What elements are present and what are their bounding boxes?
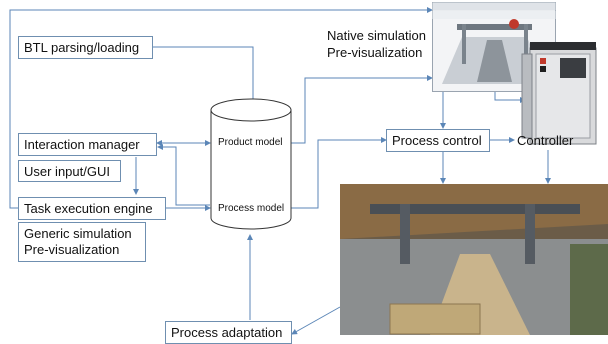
product-model-label: Product model — [218, 137, 283, 148]
process-to-control-line — [291, 137, 387, 209]
product-to-native-line — [291, 75, 433, 144]
interaction-manager-box: Interaction manager — [18, 133, 157, 156]
native-simulation-line1: Native simulation — [327, 28, 426, 43]
native-simulation-line2: Pre-visualization — [327, 45, 423, 60]
native-simulation-screenshot — [432, 2, 556, 92]
process-adaptation-label: Process adaptation — [171, 325, 283, 340]
process-adaptation-box: Process adaptation — [165, 321, 292, 344]
generic-simulation-line2: Pre-visualization — [24, 242, 120, 257]
database-cylinder — [210, 98, 292, 230]
factory-photo — [340, 184, 608, 335]
task-execution-engine-box: Task execution engine — [18, 197, 166, 220]
generic-simulation-box: Generic simulation Pre-visualization — [18, 222, 146, 262]
left-loop-line — [9, 143, 18, 209]
process-model-label: Process model — [218, 203, 285, 214]
controller-label: Controller — [517, 133, 574, 148]
process-control-label: Process control — [392, 133, 482, 148]
photo-to-adaptation-line — [291, 306, 341, 335]
generic-simulation-line1: Generic simulation — [24, 226, 132, 241]
process-control-box: Process control — [386, 129, 490, 152]
btl-parsing-box: BTL parsing/loading — [18, 36, 153, 59]
controller-cabinet — [521, 42, 597, 145]
interaction-manager-label: Interaction manager — [24, 137, 140, 152]
user-input-box: User input/GUI — [18, 160, 121, 182]
process-to-interaction-line — [157, 144, 210, 206]
connector-lines — [9, 7, 551, 335]
user-input-label: User input/GUI — [24, 164, 110, 179]
task-execution-engine-label: Task execution engine — [24, 201, 153, 216]
top-loop-line — [9, 7, 433, 143]
btl-parsing-label: BTL parsing/loading — [24, 40, 140, 55]
